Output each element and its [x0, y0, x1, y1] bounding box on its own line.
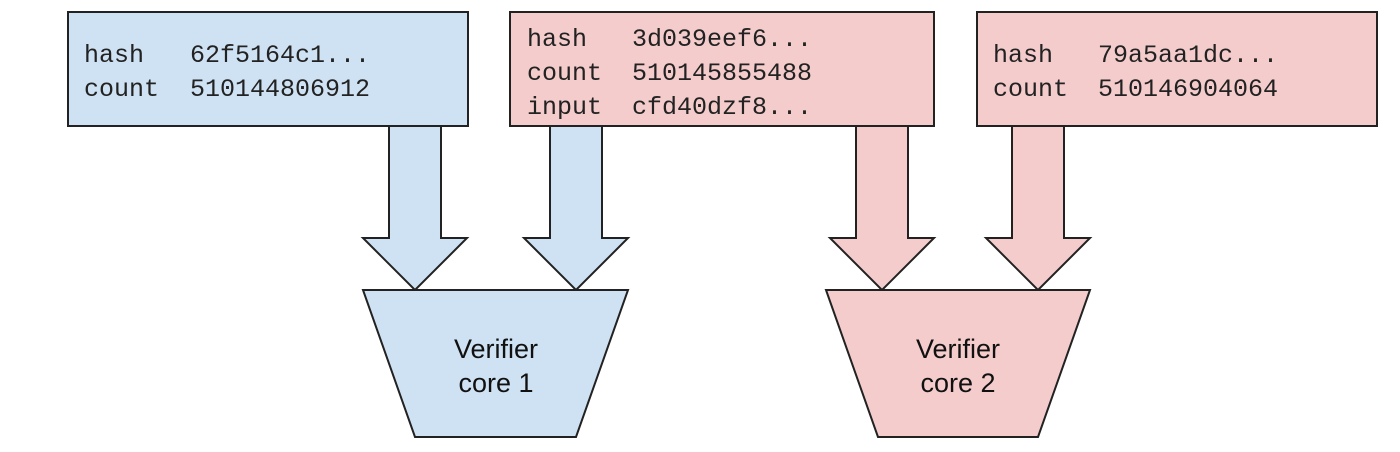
line-value: 510145855488: [632, 59, 812, 88]
verifier-core-1-label-line-2: core 1: [458, 368, 533, 398]
input-box-2-line-3: input cfd40dzf8...: [527, 93, 812, 122]
input-box-3-rect: [976, 11, 1378, 127]
line-key: hash: [993, 41, 1053, 70]
verifier-core-1: Verifier core 1: [361, 289, 630, 438]
arrow-box2-to-core2: [827, 125, 937, 292]
line-value: cfd40dzf8...: [632, 93, 812, 122]
input-box-2-line-2: count 510145855488: [527, 59, 812, 88]
input-box-3: hash 79a5aa1dc... count 510146904064: [976, 11, 1378, 127]
line-value: 3d039eef6...: [632, 25, 812, 54]
arrow-box2-to-core1: [521, 125, 631, 292]
verifier-core-2-label-line-2: core 2: [920, 368, 995, 398]
line-value: 510146904064: [1098, 75, 1278, 104]
arrow-box1-to-core1: [360, 125, 470, 292]
input-box-2: hash 3d039eef6... count 510145855488 input…: [509, 11, 935, 127]
verifier-core-2-shape: [824, 289, 1092, 438]
line-value: 510144806912: [190, 75, 370, 104]
verifier-core-2-label-line-1: Verifier: [916, 334, 1000, 364]
line-key: hash: [527, 25, 587, 54]
line-key: count: [993, 75, 1068, 104]
input-box-1-line-2: count 510144806912: [84, 75, 370, 104]
line-key: hash: [84, 41, 144, 70]
line-key: input: [527, 93, 602, 122]
input-box-3-line-1: hash 79a5aa1dc...: [993, 41, 1278, 70]
input-box-2-line-1: hash 3d039eef6...: [527, 25, 812, 54]
verifier-core-1-label-line-1: Verifier: [454, 334, 538, 364]
verifier-core-1-shape: [361, 289, 630, 438]
arrow-box3-to-core2: [983, 125, 1093, 292]
line-value: 79a5aa1dc...: [1098, 41, 1278, 70]
line-key: count: [84, 75, 159, 104]
input-box-1-rect: [67, 11, 469, 127]
input-box-1: hash 62f5164c1... count 510144806912: [67, 11, 469, 127]
input-box-2-rect: [509, 11, 935, 127]
verifier-core-2: Verifier core 2: [824, 289, 1092, 438]
line-value: 62f5164c1...: [190, 41, 370, 70]
line-key: count: [527, 59, 602, 88]
input-box-1-line-1: hash 62f5164c1...: [84, 41, 370, 70]
input-box-3-line-2: count 510146904064: [993, 75, 1278, 104]
